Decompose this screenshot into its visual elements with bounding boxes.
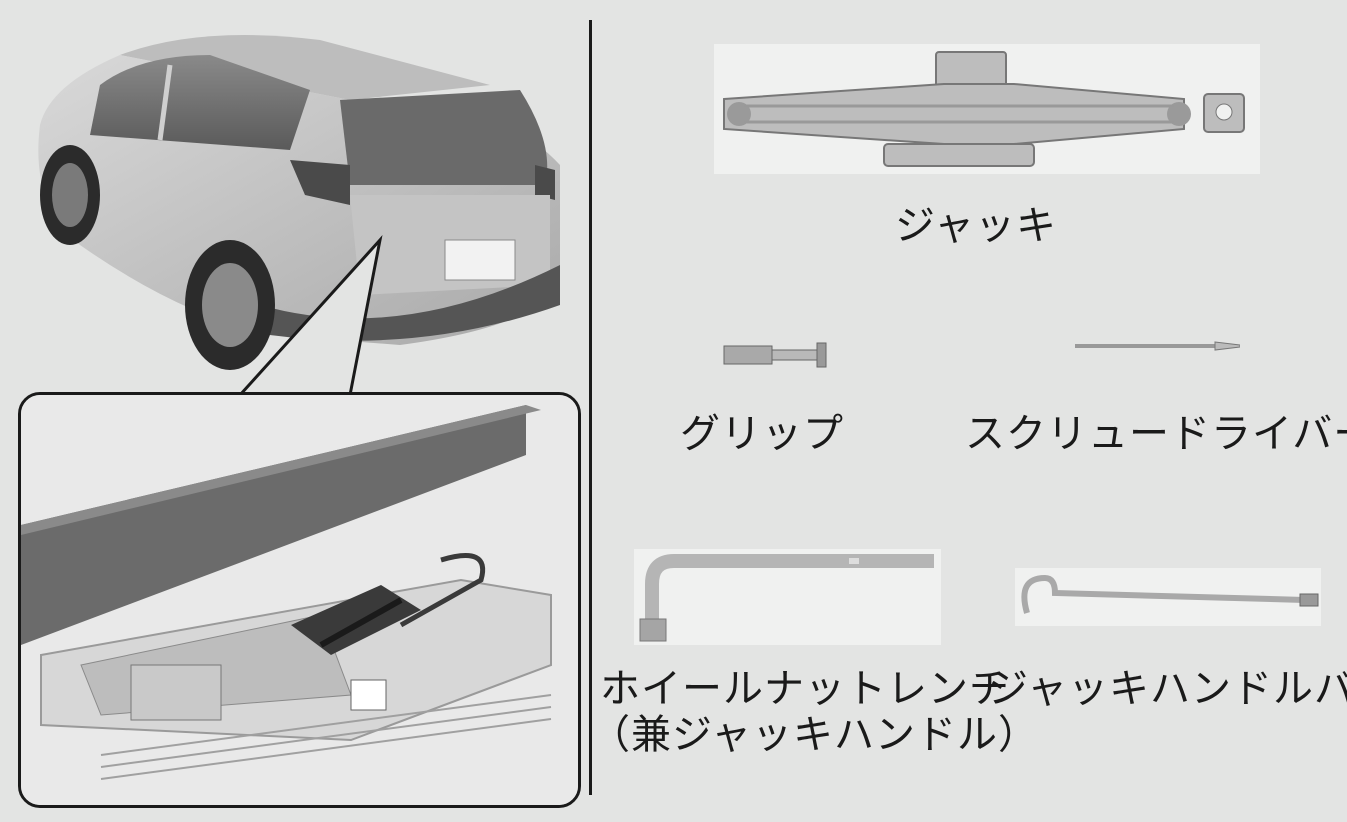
grip-icon <box>723 342 827 368</box>
wheel-nut-wrench-label-line2: （兼ジャッキハンドル） <box>590 712 1039 758</box>
column-divider <box>589 20 592 795</box>
scissor-jack-icon <box>723 51 1245 167</box>
cargo-inset-illustration <box>18 392 581 808</box>
jack-label: ジャッキ <box>895 203 1057 249</box>
screwdriver-image <box>1075 338 1240 354</box>
grip-image <box>722 340 828 370</box>
wheel-nut-wrench-image <box>634 549 941 645</box>
jack-handle-bar-icon <box>1021 574 1319 614</box>
screwdriver-label: スクリュードライバー <box>965 411 1347 457</box>
screwdriver-icon <box>1075 341 1240 351</box>
suv-rear-view-icon <box>38 35 561 395</box>
cargo-floor-storage-icon <box>21 395 578 805</box>
car-rear-illustration <box>20 15 565 395</box>
wheel-nut-wrench-label-line1: ホイールナットレンチ <box>600 666 1010 712</box>
grip-label: グリップ <box>680 411 844 457</box>
wheel-nut-wrench-icon <box>639 554 934 642</box>
jack-handle-bar-label: ジャッキハンドルバー <box>988 666 1347 712</box>
jack-handle-bar-image <box>1015 568 1321 626</box>
jack-image <box>714 44 1260 174</box>
